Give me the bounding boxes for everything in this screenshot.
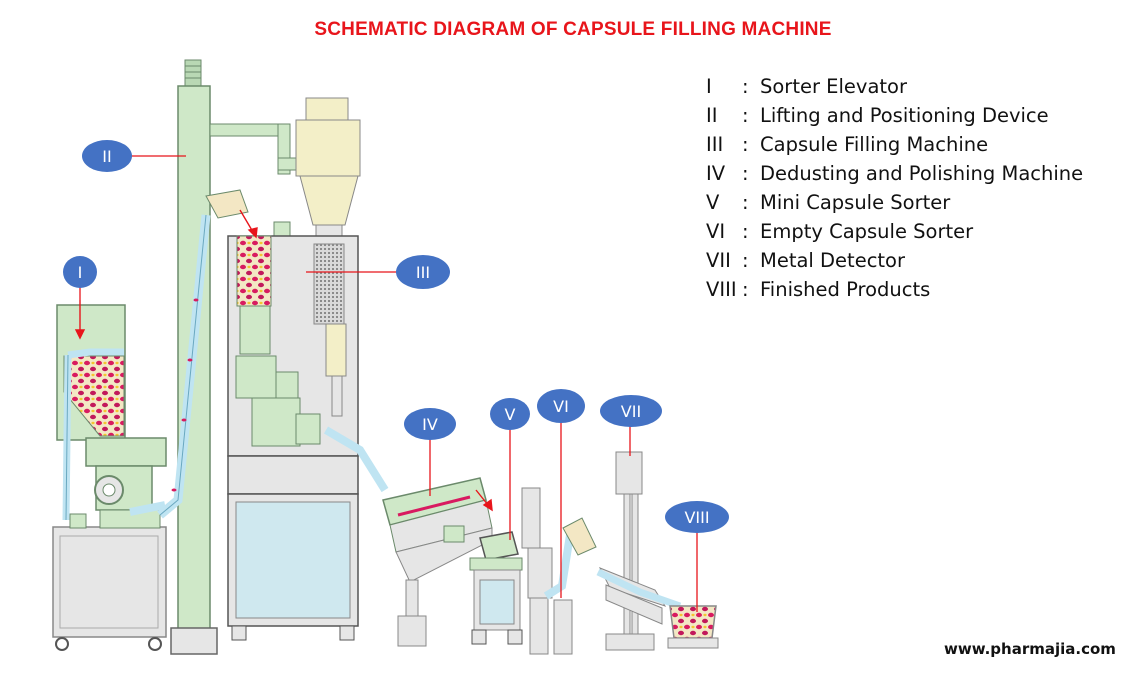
callout-I: I <box>63 256 97 288</box>
dedusting-polishing-machine <box>382 477 493 647</box>
callout-V-label: V <box>505 405 516 424</box>
legend-separator: : <box>742 278 749 301</box>
callout-II: II <box>82 140 132 172</box>
callout-VII: VII <box>600 395 662 427</box>
callout-VI-label: VI <box>553 397 569 416</box>
legend-numeral: I <box>706 75 712 98</box>
callout-III-label: III <box>416 263 430 282</box>
legend-label: Empty Capsule Sorter <box>760 220 974 243</box>
callout-III: III <box>396 255 450 289</box>
legend-numeral: III <box>706 133 724 156</box>
legend-label: Capsule Filling Machine <box>760 133 989 156</box>
legend-numeral: VII <box>706 249 731 272</box>
legend-separator: : <box>742 220 749 243</box>
website-watermark: www.pharmajia.com <box>944 640 1116 658</box>
finished-products <box>667 605 719 649</box>
legend-numeral: V <box>706 191 720 214</box>
callout-VII-label: VII <box>621 402 641 421</box>
callout-VI: VI <box>537 389 585 423</box>
legend-separator: : <box>742 249 749 272</box>
legend-numeral: VI <box>706 220 726 243</box>
legend-numeral: II <box>706 104 718 127</box>
legend-separator: : <box>742 75 749 98</box>
legend-label: Finished Products <box>760 278 931 301</box>
legend-label: Mini Capsule Sorter <box>760 191 951 214</box>
legend-separator: : <box>742 162 749 185</box>
legend-label: Lifting and Positioning Device <box>760 104 1049 127</box>
leader-lines <box>79 155 698 612</box>
metal-detector <box>543 451 682 651</box>
legend-label: Metal Detector <box>760 249 906 272</box>
lifting-positioning-device <box>157 59 309 655</box>
callout-VIII-label: VIII <box>684 508 709 527</box>
capsule-filling-machine <box>227 97 389 641</box>
legend-label: Dedusting and Polishing Machine <box>760 162 1084 185</box>
sorter-elevator <box>52 304 167 651</box>
callout-II-label: II <box>102 147 111 166</box>
legend-separator: : <box>742 191 749 214</box>
callout-IV-label: IV <box>422 415 438 434</box>
callout-I-label: I <box>78 263 83 282</box>
legend-separator: : <box>742 133 749 156</box>
callout-V: V <box>490 398 530 430</box>
legend-label: Sorter Elevator <box>760 75 908 98</box>
legend-numeral: VIII <box>706 278 737 301</box>
callout-IV: IV <box>404 408 456 440</box>
flow-arrows <box>74 209 493 512</box>
legend-separator: : <box>742 104 749 127</box>
legend-numeral: IV <box>706 162 726 185</box>
empty-capsule-sorter <box>521 487 573 655</box>
callout-VIII: VIII <box>665 501 729 533</box>
mini-capsule-sorter <box>469 531 523 645</box>
diagram-title: SCHEMATIC DIAGRAM OF CAPSULE FILLING MAC… <box>314 19 832 40</box>
